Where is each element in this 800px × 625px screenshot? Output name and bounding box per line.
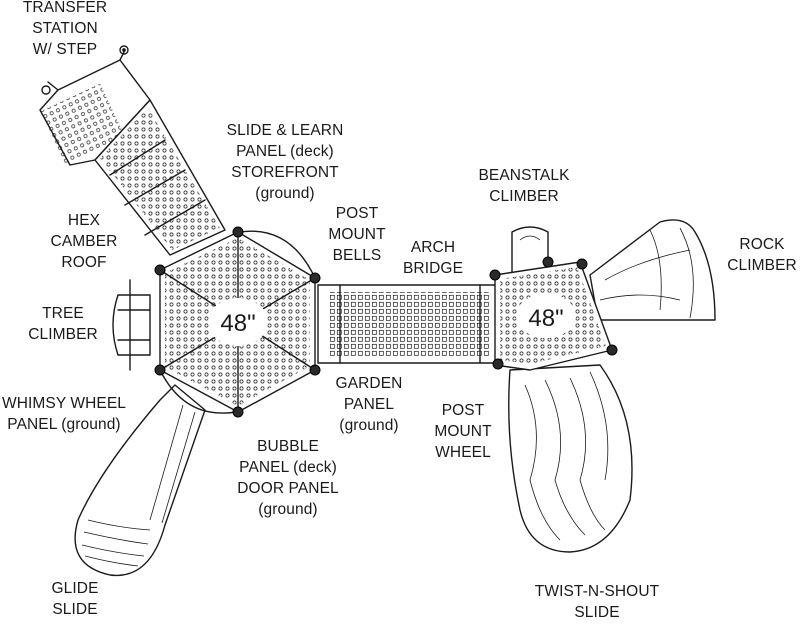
tree-climber (112, 279, 151, 371)
label-bubble-panel: BUBBLE PANEL (deck) DOOR PANEL (ground) (237, 438, 339, 518)
label-twist-n-shout: TWIST-N-SHOUT SLIDE (534, 583, 660, 621)
label-garden-panel: GARDEN PANEL (ground) (335, 375, 403, 434)
glide-slide (74, 384, 206, 577)
label-beanstalk-climber: BEANSTALK CLIMBER (478, 167, 570, 205)
label-arch-bridge: ARCH BRIDGE (402, 239, 464, 277)
arch-bridge (317, 284, 499, 364)
left-deck-size: 48" (220, 310, 255, 337)
left-hex-deck: 48" (154, 226, 321, 418)
label-whimsy-wheel: WHIMSY WHEEL PANEL (ground) (1, 395, 127, 433)
twist-n-shout-slide (508, 364, 633, 553)
transfer-station (38, 45, 226, 256)
label-rock-climber: ROCK CLIMBER (727, 236, 797, 274)
label-tree-climber: TREE CLIMBER (28, 305, 98, 343)
label-post-mount-wheel: POST MOUNT WHEEL (434, 402, 492, 461)
right-deck: 48" (489, 256, 618, 371)
label-hex-camber-roof: HEX CAMBER ROOF (50, 212, 118, 271)
label-glide-slide: GLIDE SLIDE (51, 580, 99, 618)
label-slide-learn: SLIDE & LEARN PANEL (deck) STOREFRONT (g… (226, 122, 344, 202)
label-transfer-station: TRANSFER STATION W/ STEP (22, 0, 108, 58)
label-post-mount-bells: POST MOUNT BELLS (328, 205, 386, 264)
right-deck-size: 48" (528, 305, 563, 332)
rock-climber (589, 219, 716, 321)
